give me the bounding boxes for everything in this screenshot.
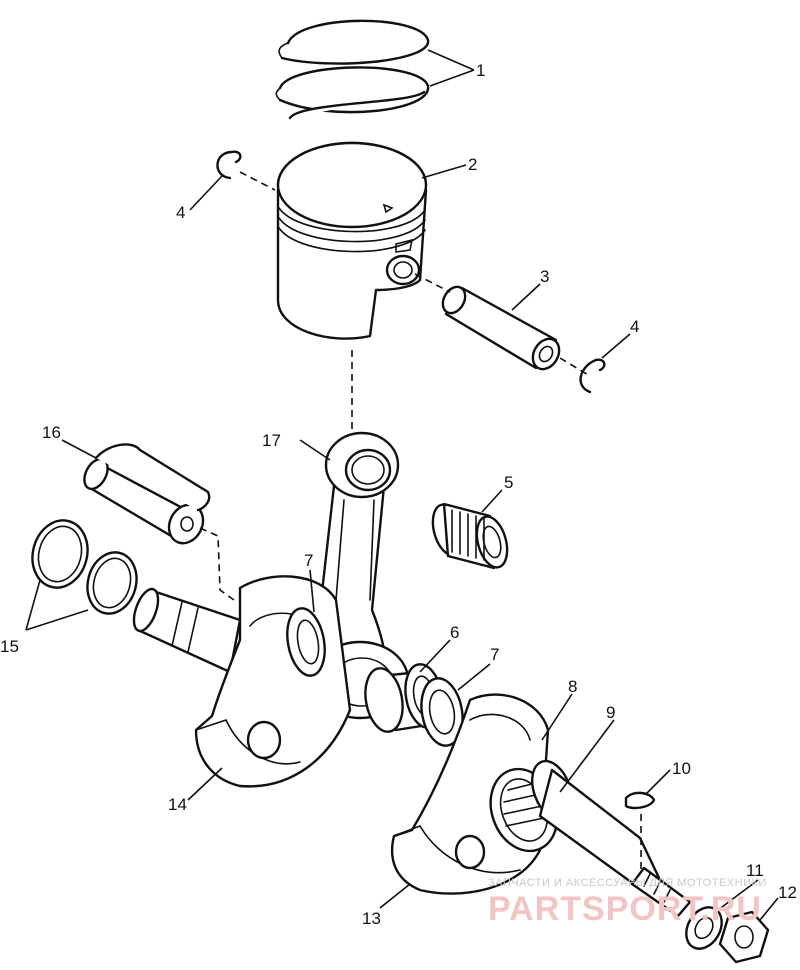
callout-9: 9: [606, 703, 615, 722]
callout-5: 5: [504, 473, 513, 492]
callout-2: 2: [468, 155, 477, 174]
callouts: 1 2 3 4 4 5 6 7 7 8 9 10 11 12 13 14 15 …: [0, 61, 797, 928]
callout-4-left: 4: [176, 203, 185, 222]
leader-lines: [25, 49, 779, 921]
thrust-washer-right: [420, 677, 464, 747]
crank-pin: [83, 443, 211, 545]
circlip-left: [216, 150, 242, 180]
watermark-caption: ЗАПЧАСТИ И АКСЕССУАРЫ ДЛЯ МОТОТЕХНИКИ: [488, 877, 767, 889]
callout-10: 10: [672, 759, 691, 778]
callout-14: 14: [168, 795, 187, 814]
crank-washers: [31, 519, 138, 615]
assembly-line: [559, 357, 591, 377]
assembly-line: [414, 273, 451, 293]
callout-7-left: 7: [304, 551, 313, 570]
callout-11: 11: [746, 861, 764, 880]
piston-rings: [275, 19, 430, 120]
needle-bearing: [431, 502, 509, 570]
piston: [276, 141, 428, 340]
washer: [685, 906, 723, 950]
callout-4-right: 4: [630, 317, 639, 336]
hex-nut: [718, 910, 770, 964]
woodruff-key: [624, 791, 656, 810]
callout-17: 17: [262, 431, 281, 450]
callout-6: 6: [450, 623, 459, 642]
watermark: ЗАПЧАСТИ И АКСЕССУАРЫ ДЛЯ МОТОТЕХНИКИ PA…: [488, 877, 767, 928]
crankshaft-half-left: [132, 575, 352, 788]
callout-3: 3: [540, 267, 549, 286]
callout-7-right: 7: [490, 645, 499, 664]
callout-15: 15: [0, 637, 19, 656]
crankshaft-half-right: [390, 693, 692, 918]
circlip-right: [579, 358, 606, 394]
assembly-line: [199, 527, 235, 601]
callout-8: 8: [568, 677, 577, 696]
assembly-line: [239, 171, 276, 191]
callout-13: 13: [362, 909, 381, 928]
callout-12: 12: [778, 883, 797, 902]
watermark-brand: PARTSPORT.RU: [488, 890, 762, 928]
callout-1: 1: [476, 61, 485, 80]
callout-16: 16: [42, 423, 61, 442]
piston-pin: [441, 285, 561, 371]
thrust-washer-left: [286, 607, 326, 677]
